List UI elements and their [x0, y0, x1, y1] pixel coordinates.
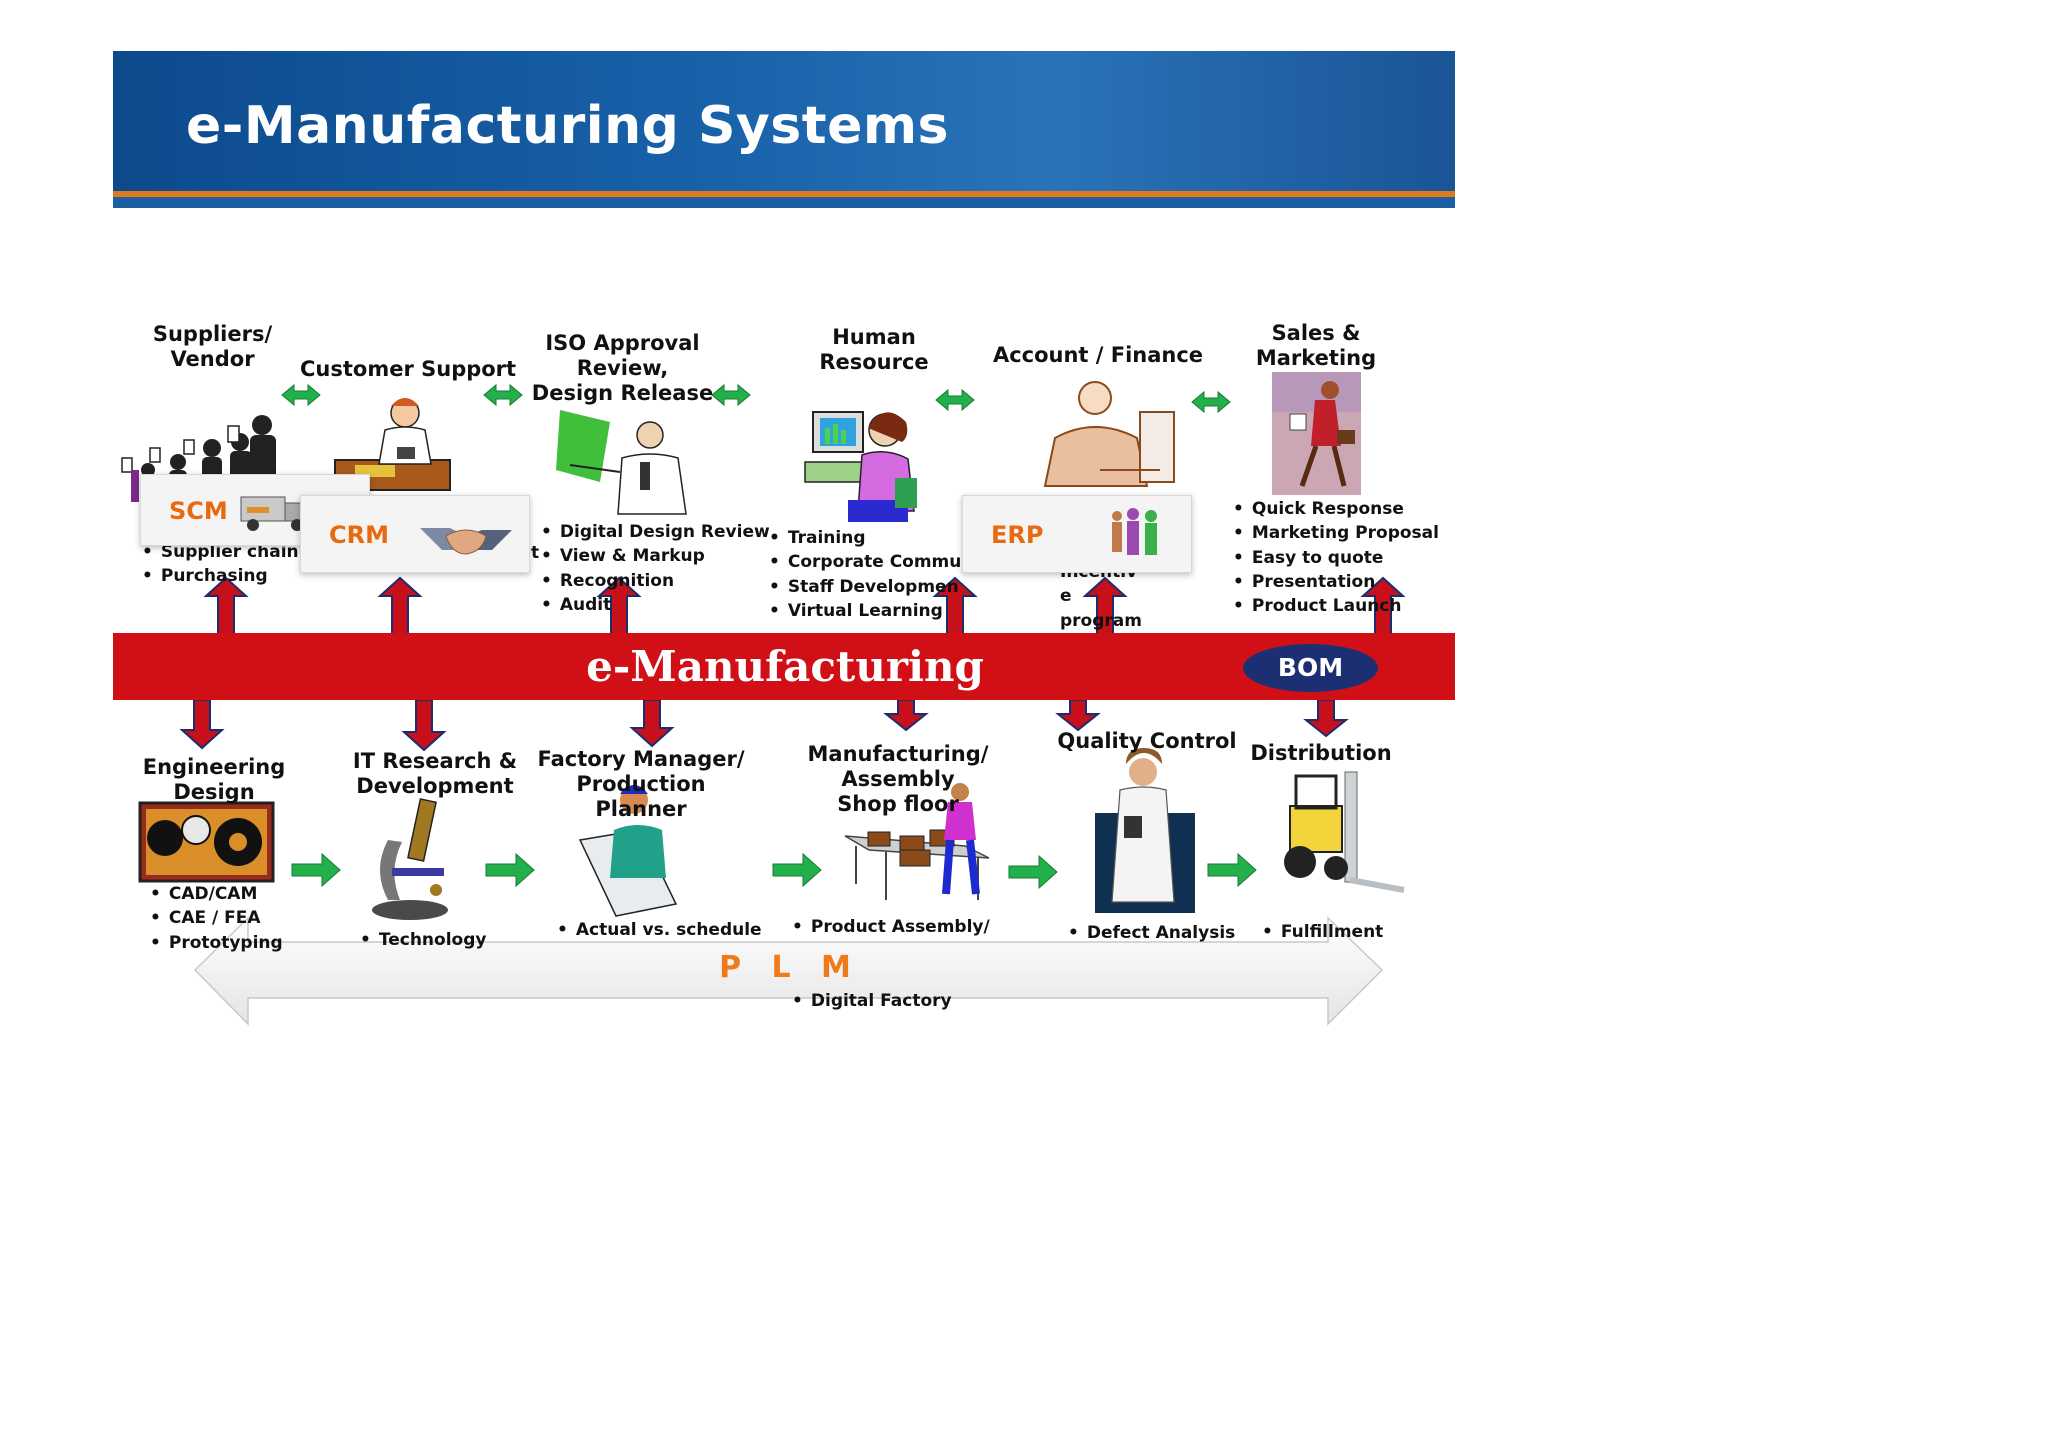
- label-line: Production: [576, 772, 706, 796]
- erp-label: ERP: [991, 521, 1044, 549]
- list-item: CAE / FEA: [150, 906, 283, 930]
- title-banner: [113, 51, 1455, 208]
- list-item: Fulfillment: [1262, 920, 1383, 944]
- scm-label: SCM: [169, 497, 228, 525]
- engineering-gears-illustration: [138, 801, 275, 883]
- finance-man-illustration: [1043, 381, 1175, 487]
- label-factory-manager: Factory Manager/ Production Planner: [536, 747, 746, 822]
- list-suppliers: Supplier chain Purchasing: [142, 540, 299, 589]
- design-review-illustration: [556, 410, 687, 515]
- list-item: Recognition: [541, 569, 770, 593]
- label-line: Human: [832, 325, 916, 349]
- list-item: Actual vs. schedule: [557, 918, 762, 942]
- label-line: Vendor: [170, 347, 255, 371]
- banner-blue-stripe: [113, 197, 1455, 208]
- list-item: Corporate Commun: [769, 550, 974, 574]
- list-item: Presentation: [1233, 570, 1439, 594]
- list-item: Product Assembly/: [792, 915, 990, 939]
- list-item: Easy to quote: [1233, 546, 1439, 570]
- people-icon: [1112, 508, 1157, 555]
- list-item: Supplier chain: [142, 540, 299, 564]
- label-line: Assembly: [841, 767, 955, 791]
- label-line: Design Release: [531, 381, 714, 405]
- microscope-illustration: [372, 798, 448, 920]
- label-line: IT Research &: [352, 749, 518, 773]
- list-item: Digital Factory: [792, 989, 990, 1013]
- list-item: Marketing Proposal: [1233, 521, 1439, 545]
- erp-card: ERP: [962, 495, 1192, 573]
- quality-doctor-illustration: [1095, 748, 1195, 913]
- list-item: Technology: [360, 928, 487, 952]
- label-line: Suppliers/: [152, 322, 273, 346]
- list-item: Staff Developmen: [769, 575, 973, 599]
- label-line: Engineering: [142, 755, 286, 779]
- bom-badge: BOM: [1243, 644, 1378, 692]
- list-manufacturing: Product Assembly/ Digital Factory: [792, 915, 990, 1013]
- list-item: Prototyping: [150, 931, 283, 955]
- label-suppliers: Suppliers/ Vendor: [140, 322, 285, 372]
- label-line: Sales &: [1271, 321, 1361, 345]
- label-line: Marketing: [1255, 346, 1377, 370]
- label-distribution: Distribution: [1250, 741, 1392, 765]
- list-item: Digital Design Review: [541, 520, 770, 544]
- crm-label: CRM: [329, 521, 389, 549]
- label-quality-control: Quality Control: [1057, 729, 1237, 753]
- down-arrow-icon: [179, 699, 1349, 752]
- plm-label: P L M: [719, 950, 861, 985]
- label-manufacturing: Manufacturing/ Assembly Shop floor: [802, 742, 994, 817]
- list-item: View & Markup: [541, 544, 770, 568]
- label-line: ISO Approval: [545, 331, 700, 355]
- sales-woman-illustration: [1272, 372, 1361, 495]
- list-item: Purchasing: [142, 564, 299, 588]
- list-hr: Training Corporate Commun Staff Developm…: [769, 526, 974, 623]
- list-factory: Actual vs. schedule: [557, 918, 762, 942]
- list-distribution: Fulfillment: [1262, 920, 1383, 944]
- cut-off-text: t: [531, 543, 540, 563]
- label-line: Factory Manager/: [537, 747, 745, 771]
- forklift-illustration: [1284, 771, 1405, 893]
- label-sales-marketing: Sales & Marketing: [1250, 321, 1382, 371]
- e-manufacturing-band: [113, 633, 1455, 700]
- list-item: e: [1060, 586, 1072, 607]
- banner-orange-stripe: [113, 191, 1455, 197]
- label-line: Review,: [576, 356, 669, 380]
- label-line: Development: [356, 774, 514, 798]
- assembly-line-illustration: [844, 783, 990, 900]
- list-it: Technology: [360, 928, 487, 952]
- hr-computer-illustration: [804, 411, 917, 522]
- label-line: Planner: [595, 797, 687, 821]
- list-item: CAD/CAM: [150, 882, 283, 906]
- list-item: Audit: [541, 593, 770, 617]
- label-engineering-design: Engineering Design: [140, 755, 288, 805]
- list-quality: Defect Analysis: [1068, 921, 1235, 945]
- label-iso-approval: ISO Approval Review, Design Release: [530, 331, 715, 406]
- label-customer-support: Customer Support: [300, 357, 517, 381]
- label-line: Design: [173, 780, 255, 804]
- label-line: Shop floor: [837, 792, 959, 816]
- list-item: Virtual Learning: [769, 599, 973, 623]
- label-account-finance: Account / Finance: [992, 343, 1204, 367]
- factory-planner-illustration: [578, 785, 678, 917]
- list-item: Defect Analysis: [1068, 921, 1235, 945]
- band-label: e-Manufacturing: [586, 642, 984, 691]
- list-item: Product Launch: [1233, 594, 1439, 618]
- label-line: Resource: [819, 350, 929, 374]
- list-item: Training: [769, 526, 973, 550]
- right-arrow-icon: [291, 852, 1257, 890]
- label-human-resource: Human Resource: [810, 325, 938, 375]
- list-item: program: [1060, 610, 1142, 631]
- list-item: Quick Response: [1233, 497, 1439, 521]
- label-it-research: IT Research & Development: [350, 749, 520, 799]
- list-engineering: CAD/CAM CAE / FEA Prototyping: [150, 882, 283, 955]
- list-sales: Quick Response Marketing Proposal Easy t…: [1233, 497, 1439, 618]
- double-arrow-icon: [281, 383, 1231, 414]
- customer-support-illustration: [334, 398, 451, 491]
- label-line: Manufacturing/: [807, 742, 989, 766]
- list-iso: Digital Design Review View & Markup Reco…: [541, 520, 770, 617]
- handshake-icon: [420, 528, 512, 555]
- crm-card: CRM: [300, 495, 530, 573]
- page-title: e-Manufacturing Systems: [186, 96, 950, 156]
